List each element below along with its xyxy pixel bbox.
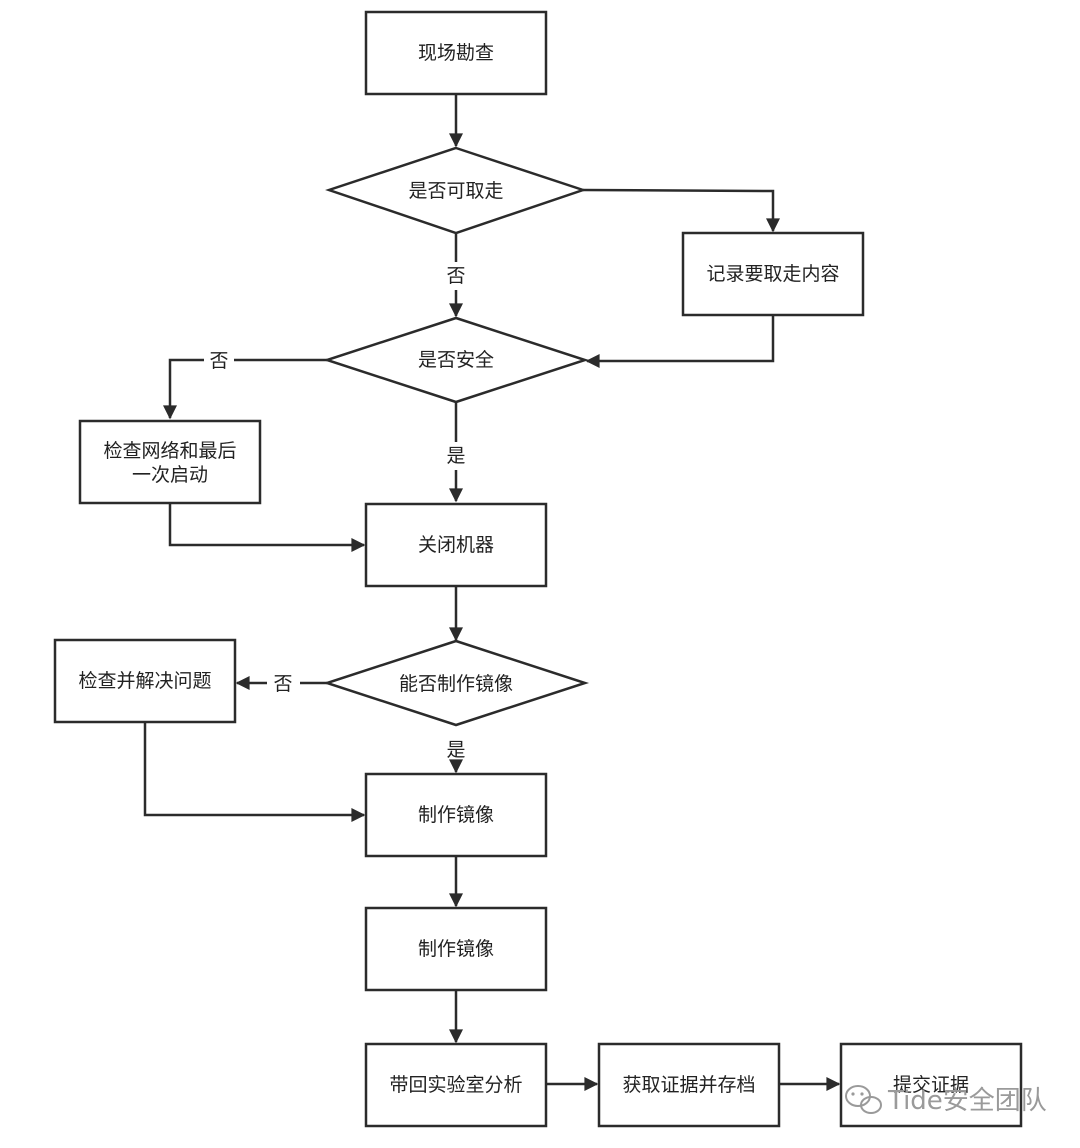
label-shutdown: 关闭机器 [418,534,494,556]
edge-fix-to-make-image [143,722,366,822]
label-submit-evidence: 提交证据 [893,1074,969,1096]
nodes [53,10,1023,1128]
label-lab-analysis: 带回实验室分析 [389,1074,522,1096]
edge-safe-no-to-check-b [163,358,204,420]
label-check-network-line2: 一次启动 [132,464,208,486]
node-check-network [78,419,262,505]
edge-label-safe-yes: 是 [446,445,465,467]
node-record [681,231,865,317]
label-survey: 现场勘查 [418,42,494,64]
node-lab-analysis [364,1042,548,1128]
label-safe: 是否安全 [418,349,494,371]
label-check-network-line1: 检查网络和最后 [103,440,236,462]
edge-can-take-yes-to-record [582,188,780,233]
node-can-take [325,146,587,235]
label-obtain-evidence: 获取证据并存档 [622,1074,755,1096]
edge-label-safe-no: 否 [209,350,228,372]
node-labels: 现场勘查 是否可取走 记录要取走内容 是否安全 检查网络和最后 一次启动 关闭机… [78,42,969,1096]
node-shutdown [364,502,548,588]
edge-labels: 否 否 是 否 是 [209,265,465,761]
label-fix-issue: 检查并解决问题 [78,670,211,692]
edge-label-image-yes: 是 [446,739,465,761]
watermark: Tide安全团队 [845,1085,1047,1116]
label-make-image-1: 制作镜像 [418,804,494,826]
node-make-image-1 [364,772,548,858]
edge-label-image-no: 否 [273,673,292,695]
edges [143,94,841,1091]
label-record: 记录要取走内容 [706,263,839,285]
label-can-image: 能否制作镜像 [399,673,513,695]
node-make-image-2 [364,906,548,992]
node-obtain-evidence [597,1042,781,1128]
edge-label-can-take-no: 否 [446,265,465,287]
node-can-image [322,639,590,727]
node-survey [364,10,548,96]
node-safe [322,316,590,404]
label-make-image-2: 制作镜像 [418,938,494,960]
wechat-icon [845,1085,882,1114]
node-fix-issue [53,638,237,724]
watermark-text: Tide安全团队 [887,1086,1047,1116]
label-can-take: 是否可取走 [408,180,503,202]
edge-record-to-safe [585,316,775,368]
edge-check-to-shutdown [168,503,366,552]
